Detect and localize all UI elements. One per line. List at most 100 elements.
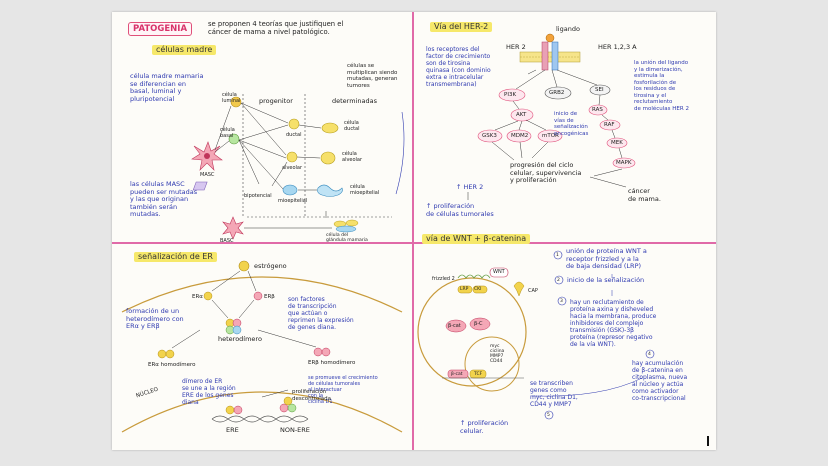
notes-sheet: PATOGENIA se proponen 4 teorías que just… bbox=[112, 12, 716, 450]
er-beta-icon bbox=[253, 291, 263, 301]
pi3k-label: PI3K bbox=[504, 92, 517, 98]
frizzled-label: frizzled 2 bbox=[432, 276, 455, 282]
mioepitelial-label: mioepitelial bbox=[278, 198, 308, 204]
cap-icon bbox=[513, 281, 525, 297]
cap-label: CAP bbox=[528, 288, 538, 294]
era-homodimer-label: ERα homodímero bbox=[148, 362, 196, 368]
estrogen-icon bbox=[238, 260, 250, 272]
union-note: la unión del ligando y la dimerización, … bbox=[634, 60, 689, 112]
determinadas-col-label: determinadas bbox=[332, 97, 377, 105]
step1-text: unión de proteína WNT a receptor frizzle… bbox=[566, 247, 647, 270]
ras-label: RAS bbox=[592, 107, 603, 113]
via-note: inicio de vías de señalización oncogénic… bbox=[554, 111, 589, 137]
gland-cell-label: célula del glándula mamaria bbox=[326, 233, 368, 244]
grb2-label: GRB2 bbox=[549, 90, 565, 96]
step4-number: 4 bbox=[648, 352, 651, 357]
multiply-note: células se multiplican siendo mutadas, g… bbox=[347, 63, 398, 89]
pi3k-node-icon bbox=[498, 88, 526, 102]
luminal-cell-icon bbox=[230, 96, 242, 108]
mtor-label: mTOR bbox=[542, 133, 559, 139]
masc-cell-icon bbox=[191, 141, 223, 171]
receptor-note: los receptores del factor de crecimiento… bbox=[426, 46, 491, 88]
nucleus-membrane-icon bbox=[121, 391, 403, 433]
basc-cell-icon bbox=[222, 216, 244, 240]
gsk3-node-icon bbox=[477, 129, 503, 143]
raf-node-icon bbox=[599, 119, 621, 131]
mdm2-label: MDM2 bbox=[511, 133, 529, 139]
ductal-label: ductal bbox=[286, 132, 302, 138]
cel-mioepitelial-label: célula mioepitelial bbox=[350, 184, 380, 196]
membrane-icon bbox=[519, 51, 581, 63]
step5-text: se transcriben genes como myc, ciclina D… bbox=[530, 380, 578, 408]
tumor-prolif-text: ↑ proliferación de células tumorales bbox=[426, 202, 494, 218]
ductal-cell-icon bbox=[321, 122, 339, 134]
beta-cat-icon bbox=[445, 319, 467, 333]
step4-text: hay acumulación de β-catenina en citopla… bbox=[632, 360, 688, 402]
alveolar-progenitor-icon bbox=[286, 151, 298, 163]
non-ere-label: NON-ERE bbox=[280, 426, 310, 434]
era-homodimer-icon bbox=[157, 349, 175, 359]
progenitor-col-label: progenitor bbox=[259, 97, 293, 105]
step3-number: 3 bbox=[560, 299, 563, 304]
basal-cell-icon bbox=[228, 133, 240, 145]
step5-number: 5 bbox=[547, 413, 550, 418]
diagram-drawings bbox=[121, 33, 655, 433]
lrp-label: LRP bbox=[460, 287, 469, 292]
akt-label: AKT bbox=[516, 112, 527, 118]
step2-number: 2 bbox=[557, 278, 560, 283]
text-cursor bbox=[707, 436, 709, 446]
wnt-prolif-text: ↑ proliferación celular. bbox=[460, 419, 509, 435]
celulas-madre-heading: células madre bbox=[152, 45, 217, 55]
tcf-label: TCF bbox=[474, 372, 483, 377]
ere-label: ERE bbox=[226, 426, 239, 434]
beta-cat-nuclear-label: β-cat bbox=[451, 372, 463, 377]
promueve-note: se promueve el crecimiento de células tu… bbox=[308, 375, 378, 405]
her123-label: HER 1,2,3 A bbox=[598, 43, 637, 51]
masc-note: las células MASC pueden ser mutadas y la… bbox=[130, 180, 198, 218]
ras-node-icon bbox=[588, 104, 608, 116]
mek-label: MEK bbox=[611, 140, 623, 146]
mapk-node-icon bbox=[612, 157, 636, 169]
heterodimer-icon bbox=[225, 318, 242, 335]
her2-label: HER 2 bbox=[506, 43, 526, 51]
basal-label: célula basal bbox=[220, 127, 235, 139]
stem-cell-note: célula madre mamaria se diferencian en b… bbox=[130, 72, 204, 103]
q4-drawings bbox=[417, 250, 655, 420]
cell-membrane-icon bbox=[121, 276, 403, 313]
mapk-label: MAPK bbox=[616, 160, 632, 166]
cel-alveolar-label: célula alveolar bbox=[342, 151, 363, 163]
factor-note: son factores de transcripción que actúan… bbox=[288, 296, 354, 331]
q3-drawings bbox=[121, 260, 403, 433]
gland-cells-icon bbox=[333, 219, 359, 233]
q1-drawings bbox=[191, 94, 405, 240]
gsk3-label: GSK3 bbox=[482, 133, 497, 139]
cell-outline-icon bbox=[417, 277, 527, 387]
her2-heading: Vía del HER-2 bbox=[430, 22, 493, 32]
prolif-desc-label: proliferación descontrolada bbox=[292, 389, 332, 402]
nucleus-outline-icon bbox=[464, 336, 520, 392]
beta-c-icon bbox=[469, 317, 491, 331]
raf-label: RAF bbox=[604, 122, 615, 128]
er-heading: señalización de ER bbox=[134, 252, 217, 262]
dimer-note: dímero de ER se une a la región ERE de l… bbox=[182, 378, 236, 406]
her2-up-text: ↑ HER 2 bbox=[456, 183, 484, 191]
vertical-divider bbox=[412, 12, 414, 450]
q2-drawings bbox=[467, 33, 636, 200]
wnt-heading: vía de WNT + β-catenina bbox=[422, 234, 531, 244]
cancer-text: cáncer de mama. bbox=[628, 187, 661, 203]
dna-bound-dimers-icon bbox=[225, 396, 297, 415]
patogenia-intro: se proponen 4 teorías que justifiquen el… bbox=[208, 20, 344, 36]
bipotencial-progenitor-icon bbox=[192, 181, 208, 191]
er-alpha-icon bbox=[203, 291, 213, 301]
step3-text: hay un reclutamiento de proteína axina y… bbox=[570, 299, 657, 348]
er-alpha-label: ERα bbox=[192, 294, 203, 300]
mek-node-icon bbox=[606, 137, 628, 149]
er-beta-label: ERβ bbox=[264, 294, 275, 300]
horizontal-divider bbox=[112, 242, 716, 244]
bipotencial-label: bipotencial bbox=[244, 193, 272, 199]
heterodimer-note: formación de un heterodímero con ERα y E… bbox=[126, 307, 184, 330]
cel-ductal-label: célula ductal bbox=[344, 120, 360, 132]
wnt-label: WNT bbox=[493, 269, 505, 275]
grb2-node-icon bbox=[544, 86, 572, 100]
step1-number: 1 bbox=[556, 253, 559, 258]
